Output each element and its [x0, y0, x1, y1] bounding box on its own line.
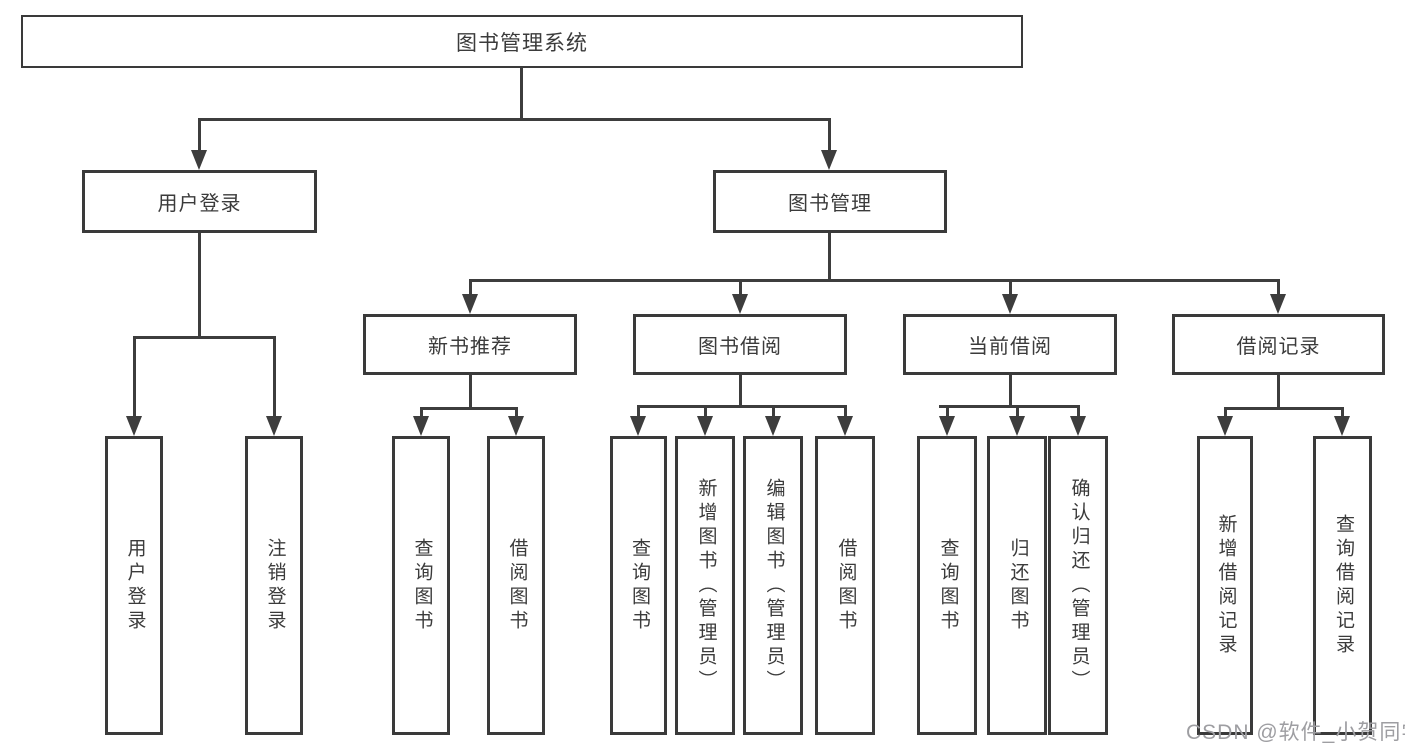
arrowhead-icon: [191, 150, 207, 170]
arrowhead-icon: [765, 416, 781, 436]
connector-borrow-records-rail: [1224, 407, 1343, 410]
connector-current-borrow-stem: [1009, 375, 1012, 405]
arrow-to-leaf-logout: [266, 336, 282, 436]
connector-book-borrow-rail: [637, 405, 846, 408]
node-user-login: 用户登录: [82, 170, 317, 233]
arrow-to-query-books-borrow: [630, 405, 646, 436]
arrow-to-book-borrow: [732, 279, 748, 314]
arrowhead-icon: [1009, 416, 1025, 436]
leaf-add-borrow-record: 新增借阅记录: [1197, 436, 1253, 735]
connector-modules-rail: [469, 279, 1280, 282]
arrowhead-icon: [1217, 416, 1233, 436]
arrowhead-icon: [126, 416, 142, 436]
arrow-to-return-books: [1009, 405, 1025, 436]
connector-root-stem: [520, 67, 523, 118]
arrowhead-icon: [508, 416, 524, 436]
arrowhead-icon: [1070, 416, 1086, 436]
arrow-to-user-login: [191, 118, 207, 170]
connector-borrow-records-stem: [1277, 375, 1280, 407]
csdn-watermark: CSDN @软件_小贺同学: [1186, 721, 1405, 744]
connector-current-borrow-rail: [939, 405, 1080, 408]
arrow-to-current-borrow: [1002, 279, 1018, 314]
arrow-to-book-management: [821, 118, 837, 170]
node-book-management: 图书管理: [713, 170, 947, 233]
node-new-book-recommend: 新书推荐: [363, 314, 577, 375]
leaf-logout: 注销登录: [245, 436, 303, 735]
arrow-to-borrow-books-recommend: [508, 407, 524, 436]
arrowhead-icon: [1270, 294, 1286, 314]
arrowhead-icon: [821, 150, 837, 170]
connector-book-borrow-stem: [739, 375, 742, 405]
arrowhead-icon: [837, 416, 853, 436]
arrowhead-icon: [266, 416, 282, 436]
connector-book-management-stem: [828, 233, 831, 279]
arrow-to-borrow-books: [837, 405, 853, 436]
node-book-borrow: 图书借阅: [633, 314, 847, 375]
connector-new-book-stem: [469, 375, 472, 407]
leaf-query-borrow-record: 查询借阅记录: [1313, 436, 1372, 735]
leaf-query-books-current: 查询图书: [917, 436, 977, 735]
arrowhead-icon: [1002, 294, 1018, 314]
arrowhead-icon: [462, 294, 478, 314]
arrow-to-query-books-current: [939, 405, 955, 436]
leaf-user-login: 用户登录: [105, 436, 163, 735]
arrowhead-icon: [630, 416, 646, 436]
arrow-to-leaf-user-login: [126, 336, 142, 436]
leaf-edit-books-admin: 编辑图书（管理员）: [743, 436, 803, 735]
connector-level1-rail: [198, 118, 831, 121]
arrowhead-icon: [732, 294, 748, 314]
node-current-borrow: 当前借阅: [903, 314, 1117, 375]
leaf-query-books-recommend: 查询图书: [392, 436, 450, 735]
node-borrow-records: 借阅记录: [1172, 314, 1385, 375]
leaf-query-books-borrow: 查询图书: [610, 436, 667, 735]
leaf-borrow-books: 借阅图书: [815, 436, 875, 735]
connector-user-login-stem: [198, 233, 201, 336]
arrow-to-query-borrow-record: [1334, 407, 1350, 436]
arrowhead-icon: [939, 416, 955, 436]
leaf-confirm-return-admin: 确认归还（管理员）: [1048, 436, 1108, 735]
arrow-to-borrow-records: [1270, 279, 1286, 314]
arrowhead-icon: [697, 416, 713, 436]
arrowhead-icon: [1334, 416, 1350, 436]
arrow-to-query-books-recommend: [413, 407, 429, 436]
leaf-return-books: 归还图书: [987, 436, 1047, 735]
arrow-to-edit-books-admin: [765, 405, 781, 436]
arrow-to-confirm-return-admin: [1070, 405, 1086, 436]
node-root: 图书管理系统: [21, 15, 1023, 68]
arrow-to-add-borrow-record: [1217, 407, 1233, 436]
arrow-to-new-book-recommend: [462, 279, 478, 314]
leaf-borrow-books-recommend: 借阅图书: [487, 436, 545, 735]
arrowhead-icon: [413, 416, 429, 436]
connector-new-book-rail: [420, 407, 517, 410]
arrow-to-add-books-admin: [697, 405, 713, 436]
leaf-add-books-admin: 新增图书（管理员）: [675, 436, 735, 735]
connector-user-login-rail: [133, 336, 275, 339]
